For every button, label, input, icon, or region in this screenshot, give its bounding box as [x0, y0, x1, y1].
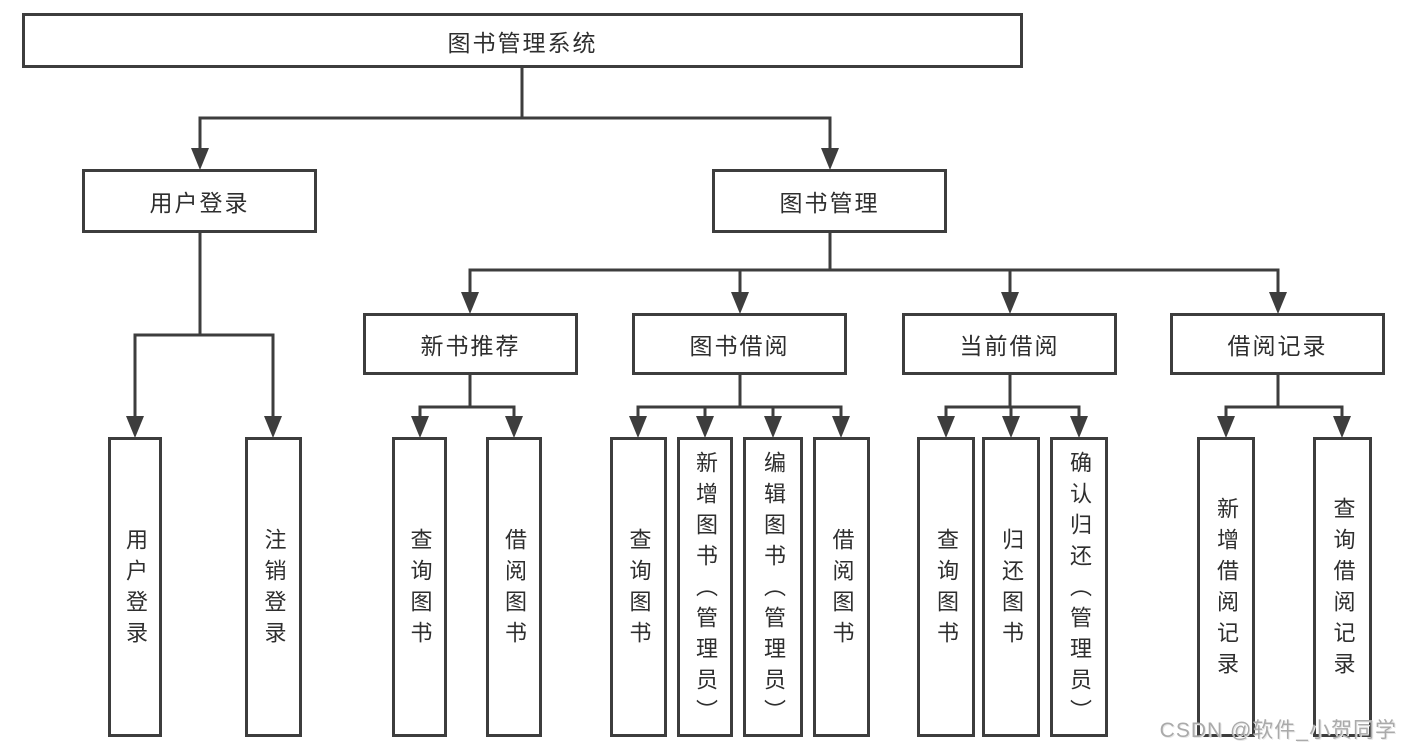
node-user-login: 用户登录 — [82, 169, 317, 233]
node-label: 图书管理 — [779, 190, 880, 216]
arrowhead-icon — [1217, 416, 1235, 438]
arrowhead-icon — [505, 416, 523, 438]
node-label: 查询图书 — [626, 528, 652, 652]
node-label: 查询图书 — [934, 528, 959, 652]
node-label: 注销登录 — [261, 528, 287, 652]
leaf-edit-books-admin: 编辑图书（管理员） — [743, 437, 803, 737]
node-label: 图书管理系统 — [447, 29, 598, 56]
leaf-query-books: 查询图书 — [610, 437, 667, 737]
node-label: 借阅图书 — [829, 528, 855, 652]
node-label: 用户登录 — [149, 190, 250, 216]
arrowhead-icon — [1070, 416, 1088, 438]
arrowhead-icon — [731, 292, 749, 314]
node-label: 编辑图书（管理员） — [761, 450, 786, 730]
leaf-logout: 注销登录 — [245, 437, 302, 737]
node-book-borrow: 图书借阅 — [632, 313, 847, 375]
node-book-management: 图书管理 — [712, 169, 947, 233]
node-current-borrow: 当前借阅 — [902, 313, 1117, 375]
leaf-add-borrow-record: 新增借阅记录 — [1197, 437, 1255, 737]
node-label: 借阅记录 — [1227, 333, 1328, 359]
leaf-query-borrow-record: 查询借阅记录 — [1313, 437, 1372, 737]
arrowhead-icon — [764, 416, 782, 438]
node-label: 借阅图书 — [502, 528, 527, 652]
csdn-watermark: CSDN @软件_小贺同学 — [1159, 719, 1397, 742]
arrowhead-icon — [629, 416, 647, 438]
arrowhead-icon — [937, 416, 955, 438]
leaf-query-books: 查询图书 — [392, 437, 447, 737]
node-borrow-record: 借阅记录 — [1170, 313, 1385, 375]
arrowhead-icon — [411, 416, 429, 438]
leaf-user-login: 用户登录 — [108, 437, 162, 737]
node-label: 当前借阅 — [959, 333, 1060, 359]
leaf-borrow-books: 借阅图书 — [486, 437, 542, 737]
node-label: 图书借阅 — [689, 333, 790, 359]
node-label: 查询图书 — [407, 528, 433, 652]
node-label: 新增借阅记录 — [1214, 497, 1239, 683]
arrowhead-icon — [1333, 416, 1351, 438]
arrowhead-icon — [821, 148, 839, 170]
node-label: 用户登录 — [123, 528, 148, 652]
node-new-book-recommend: 新书推荐 — [363, 313, 578, 375]
arrowhead-icon — [1002, 416, 1020, 438]
node-label: 新书推荐 — [420, 333, 521, 359]
arrowhead-icon — [696, 416, 714, 438]
arrowhead-icon — [264, 416, 282, 438]
arrowhead-icon — [461, 292, 479, 314]
leaf-borrow-books: 借阅图书 — [813, 437, 870, 737]
leaf-query-books: 查询图书 — [917, 437, 975, 737]
node-label: 归还图书 — [999, 528, 1024, 652]
arrowhead-icon — [126, 416, 144, 438]
arrowhead-icon — [832, 416, 850, 438]
node-label: 新增图书（管理员） — [693, 450, 718, 730]
arrowhead-icon — [191, 148, 209, 170]
node-root: 图书管理系统 — [22, 13, 1023, 68]
leaf-confirm-return-admin: 确认归还（管理员） — [1050, 437, 1108, 737]
node-label: 确认归还（管理员） — [1067, 450, 1092, 730]
arrowhead-icon — [1001, 292, 1019, 314]
leaf-add-books-admin: 新增图书（管理员） — [677, 437, 733, 737]
leaf-return-books: 归还图书 — [982, 437, 1040, 737]
arrowhead-icon — [1269, 292, 1287, 314]
node-label: 查询借阅记录 — [1330, 497, 1356, 683]
